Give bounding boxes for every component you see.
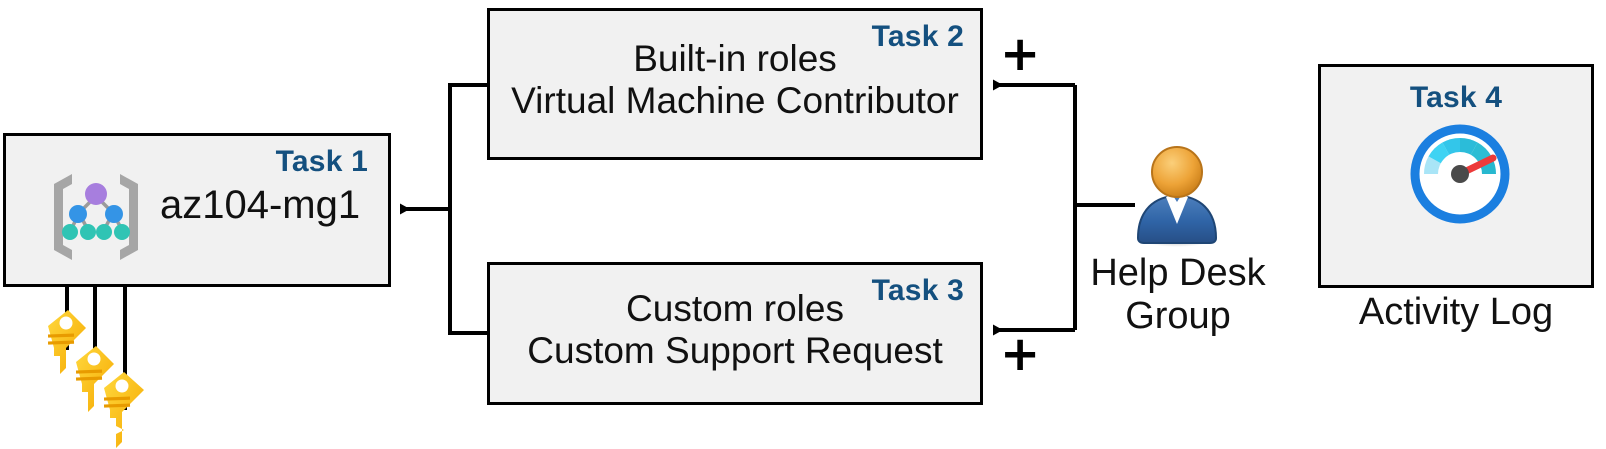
user-group-icon — [1136, 146, 1218, 247]
task-1-title: az104-mg1 — [160, 183, 361, 227]
task-4-label: Task 4 — [1409, 81, 1503, 114]
task-1-label: Task 1 — [275, 145, 368, 178]
gauge-icon — [1410, 124, 1510, 224]
task-2-line2: Virtual Machine Contributor — [511, 80, 959, 122]
plus-icon-bottom: + — [1000, 326, 1041, 382]
help-desk-line2: Group — [1125, 294, 1231, 337]
task-3-line2: Custom Support Request — [527, 330, 943, 372]
task-4-title: Activity Log — [1358, 291, 1554, 333]
task-3-label: Task 3 — [871, 274, 964, 307]
task-1-box[interactable]: Task 1 — [3, 133, 391, 287]
management-group-icon — [54, 174, 138, 260]
task-3-box[interactable]: Task 3 — [487, 262, 983, 405]
left-bracket-wire — [448, 83, 487, 335]
task-3-line1: Custom roles — [626, 288, 844, 329]
task-4-box[interactable]: Task 4 Activity Log — [1318, 64, 1594, 333]
help-desk-line1: Help Desk — [1090, 252, 1266, 294]
task-2-text: Built-in roles Virtual Machine Contribut… — [487, 38, 983, 122]
task-2-label: Task 2 — [871, 20, 964, 53]
task-3-text: Custom roles Custom Support Request — [487, 288, 983, 372]
task-2-line1: Built-in roles — [633, 38, 837, 79]
task-2-box[interactable]: Task 2 — [487, 8, 983, 160]
plus-icon-top: + — [1000, 26, 1041, 82]
help-desk-caption: Help Desk Group — [1078, 252, 1278, 337]
keys-icon — [47, 310, 144, 448]
